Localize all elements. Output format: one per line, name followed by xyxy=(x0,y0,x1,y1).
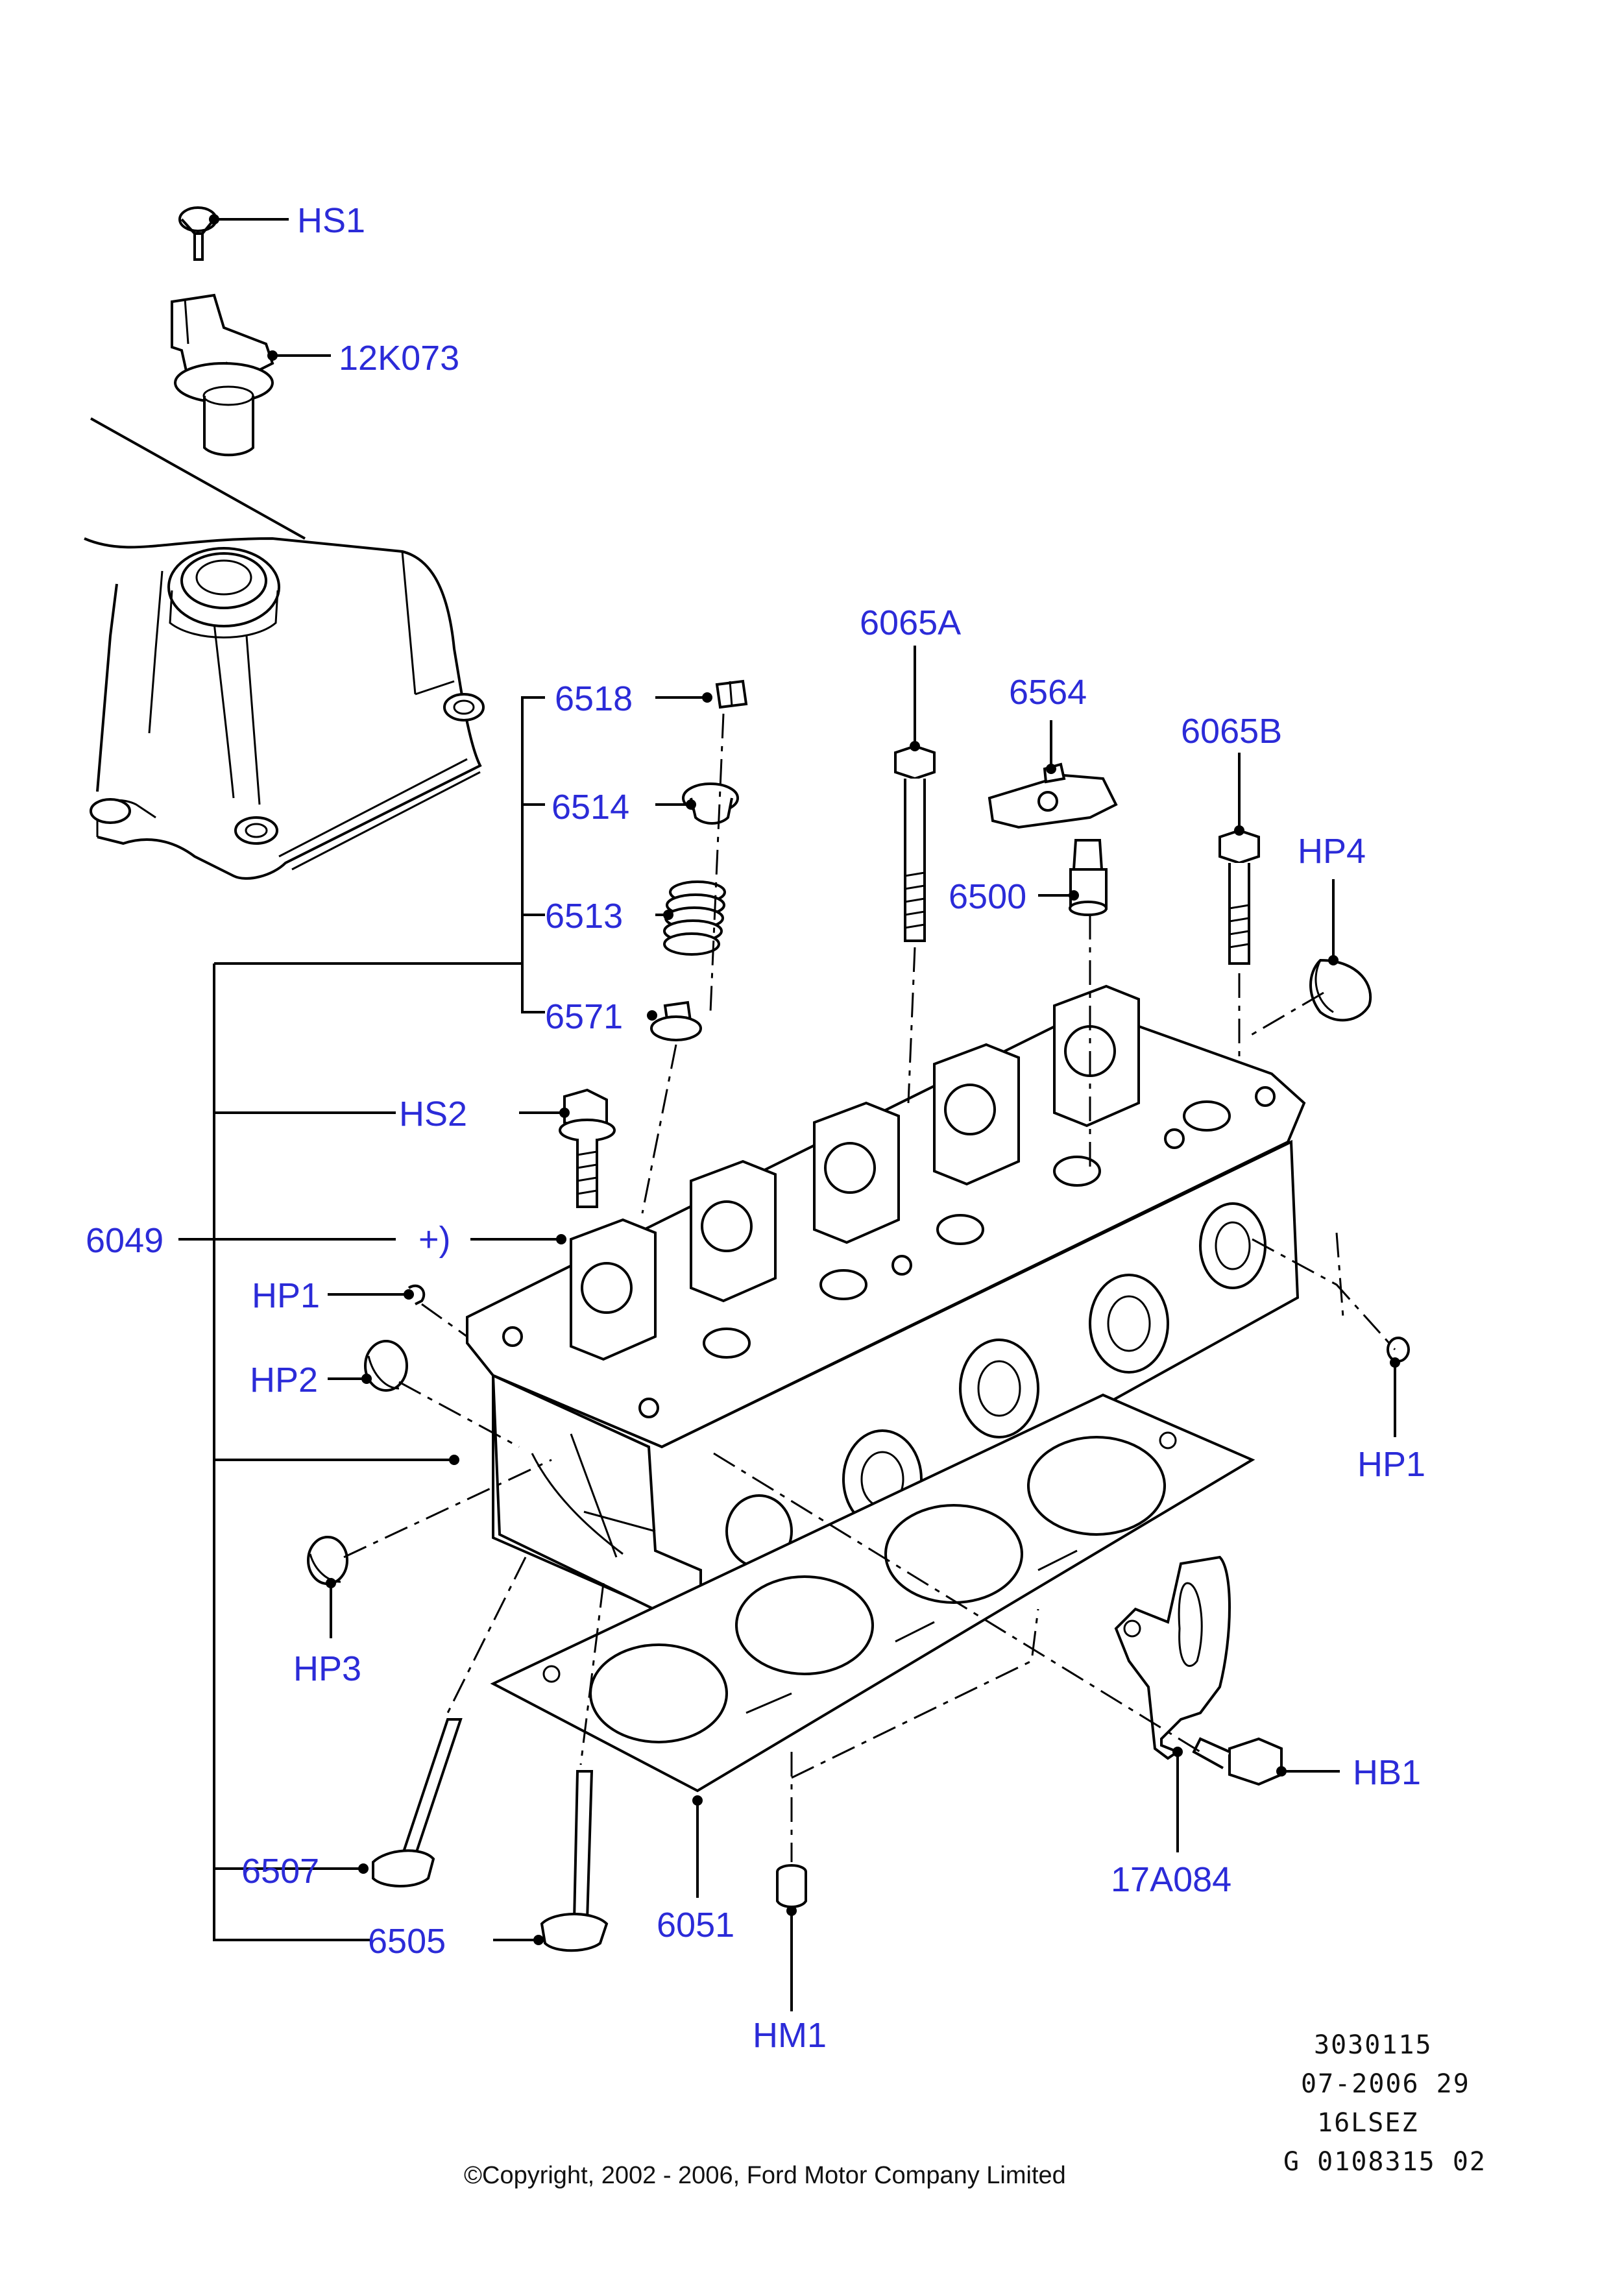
callout-hb1: HB1 xyxy=(1353,1753,1421,1792)
callout-plus-note: +) xyxy=(418,1220,451,1259)
main-group-bracket xyxy=(213,964,448,1941)
callout-6513: 6513 xyxy=(545,897,623,936)
callout-hs2: HS2 xyxy=(399,1095,467,1133)
callout-12k073: 12K073 xyxy=(339,339,459,378)
head-bolt-6065b-illustration xyxy=(1218,829,1260,965)
callout-hp3: HP3 xyxy=(293,1649,361,1688)
head-bolt-illustration xyxy=(559,1088,616,1208)
valve-axis-line xyxy=(641,713,725,1214)
callout-hp1-right: HP1 xyxy=(1357,1445,1425,1484)
valve-bores xyxy=(703,1100,1231,1359)
cam-bearing-towers xyxy=(570,984,1140,1361)
callout-hp1-left: HP1 xyxy=(252,1276,320,1315)
exhaust-valve-illustration xyxy=(372,1718,463,1887)
callout-hm1: HM1 xyxy=(753,2016,827,2055)
plug-hp3-illustration xyxy=(307,1536,348,1585)
valve-stem-seal-illustration xyxy=(650,1000,702,1041)
intake-valve-illustration xyxy=(540,1770,609,1952)
cam-cover-illustration xyxy=(84,417,485,880)
callout-6500: 6500 xyxy=(949,877,1026,916)
lifting-bracket-illustration xyxy=(1114,1555,1231,1760)
callout-6564: 6564 xyxy=(1009,673,1087,712)
dowel-illustration xyxy=(776,1864,807,1908)
head-bolt-6065a-illustration xyxy=(894,744,936,942)
rocker-arm-illustration xyxy=(988,762,1118,829)
copyright-notice: ©Copyright, 2002 - 2006, Ford Motor Comp… xyxy=(464,2162,1066,2189)
spring-retainer-illustration xyxy=(682,782,739,825)
callout-6049: 6049 xyxy=(86,1221,164,1260)
assembly-lines xyxy=(343,915,1396,1862)
reference-line-1: 3030115 xyxy=(1314,2030,1433,2060)
callout-6514: 6514 xyxy=(551,788,629,827)
reference-block: 3030115 07-2006 29 16LSEZ G 0108315 02 xyxy=(1283,2030,1486,2177)
hydraulic-lifter-illustration xyxy=(1069,839,1108,916)
plug-hp1-left-illustration xyxy=(407,1284,426,1305)
callout-6065b: 6065B xyxy=(1181,712,1282,751)
reference-line-4: G 0108315 02 xyxy=(1283,2147,1486,2177)
sensor-screw-illustration xyxy=(178,206,217,261)
deck-bolt-holes xyxy=(502,1086,1276,1418)
cylinder-head-illustration xyxy=(466,984,1306,1634)
camshaft-sensor-illustration xyxy=(171,293,274,457)
reference-line-2: 07-2006 29 xyxy=(1301,2069,1470,2099)
head-gasket-illustration xyxy=(490,1393,1255,1793)
valve-cotter-illustration xyxy=(715,679,748,709)
callout-hp2: HP2 xyxy=(250,1361,318,1400)
plug-hp1-right-illustration xyxy=(1387,1337,1410,1363)
callout-6051: 6051 xyxy=(657,1906,734,1945)
reference-line-3: 16LSEZ xyxy=(1317,2108,1419,2138)
port-openings xyxy=(725,1202,1266,1568)
valve-install-lines xyxy=(446,1557,605,1765)
callout-hs1: HS1 xyxy=(297,201,365,240)
callout-hp4: HP4 xyxy=(1298,832,1366,871)
blanking-plug-hp4-illustration xyxy=(1309,958,1372,1022)
callout-6065a: 6065A xyxy=(860,603,961,642)
callout-6571: 6571 xyxy=(545,997,623,1036)
bracket-bolt-illustration xyxy=(1192,1737,1283,1786)
leader-lines xyxy=(178,214,1400,2011)
valve-spring-illustration xyxy=(663,880,726,956)
valve-group-bracket xyxy=(214,696,545,1013)
plug-hp2-illustration xyxy=(364,1340,408,1392)
callout-6507: 6507 xyxy=(241,1852,319,1891)
callout-17a084: 17A084 xyxy=(1111,1860,1231,1899)
callout-6518: 6518 xyxy=(555,679,633,718)
callout-6505: 6505 xyxy=(368,1922,446,1961)
